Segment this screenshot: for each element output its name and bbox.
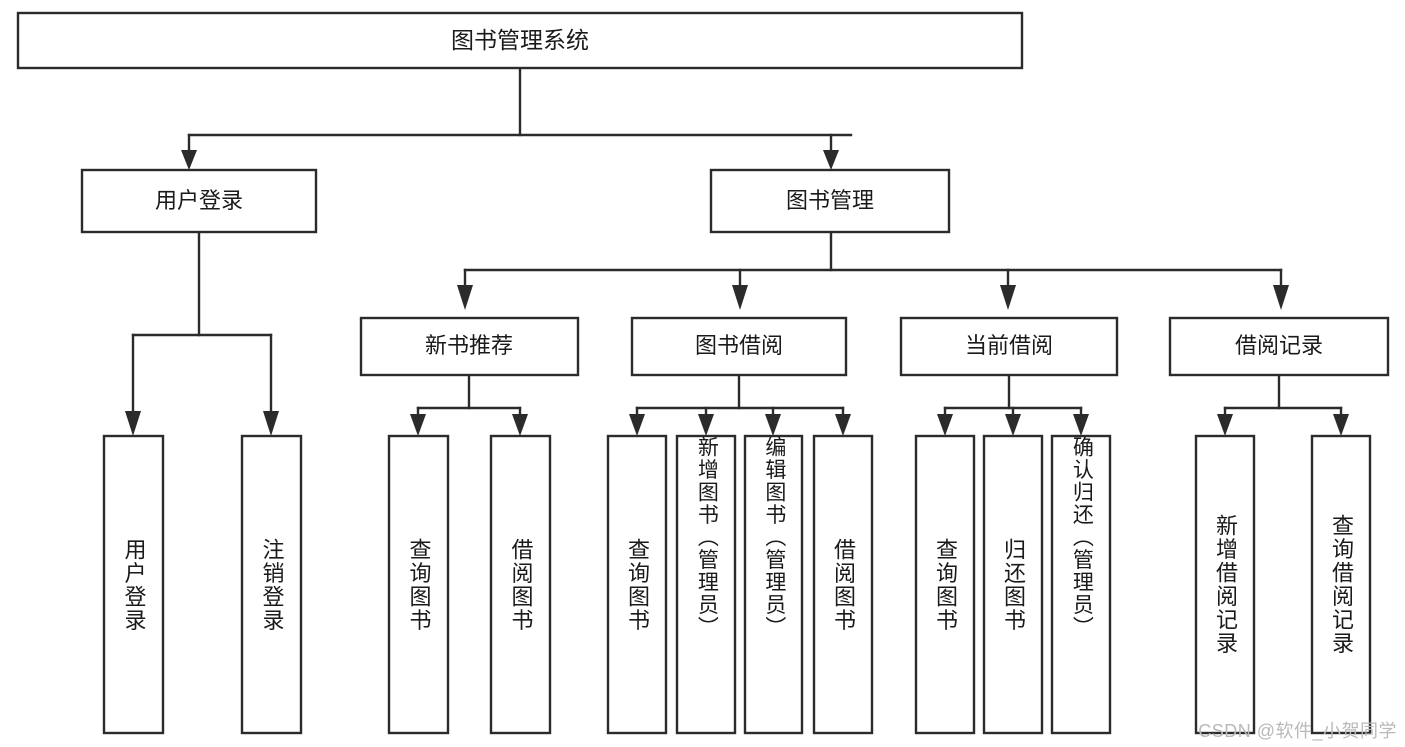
leaf-box-borrow-book-2[interactable] (812, 434, 874, 735)
leaf-box-edit-book[interactable] (743, 434, 804, 735)
connector-userlogin-to-leaves (125, 230, 279, 436)
leaf-box-confirm-return[interactable] (1050, 434, 1112, 735)
connector-newbook-to-leaves (410, 373, 528, 436)
node-current-borrow[interactable]: 当前借阅 (899, 316, 1119, 377)
connector-currentborrow-to-leaves (937, 373, 1089, 436)
connector-root-to-level2 (181, 66, 853, 170)
node-root[interactable]: 图书管理系统 (16, 11, 1024, 70)
node-new-book-recommend-label: 新书推荐 (425, 333, 513, 358)
node-current-borrow-label: 当前借阅 (965, 333, 1053, 358)
connector-bookmgmt-to-level3 (457, 230, 1289, 310)
node-root-label: 图书管理系统 (451, 27, 589, 53)
watermark: CSDN @软件_小贺同学 (1198, 721, 1397, 741)
leaf-box-return-book[interactable] (982, 434, 1044, 735)
node-borrow-record[interactable]: 借阅记录 (1168, 316, 1390, 377)
leaf-box-query-book-1[interactable] (387, 434, 450, 735)
node-book-management-label: 图书管理 (786, 188, 874, 213)
leaf-box-add-book[interactable] (675, 434, 737, 735)
leaf-box-add-record[interactable] (1194, 434, 1256, 735)
node-book-management[interactable]: 图书管理 (709, 168, 951, 234)
leaf-box-user-logout[interactable] (240, 434, 303, 735)
connector-bookborrow-to-leaves (629, 373, 851, 436)
leaf-box-user-login[interactable] (102, 434, 165, 735)
node-borrow-record-label: 借阅记录 (1235, 333, 1323, 358)
leaf-box-query-book-2[interactable] (606, 434, 668, 735)
node-book-borrow-label: 图书借阅 (695, 333, 783, 358)
leaf-box-query-book-3[interactable] (914, 434, 976, 735)
leaf-box-query-record[interactable] (1310, 434, 1372, 735)
node-book-borrow[interactable]: 图书借阅 (630, 316, 848, 377)
node-new-book-recommend[interactable]: 新书推荐 (359, 316, 580, 377)
leaf-box-borrow-book-1[interactable] (489, 434, 552, 735)
node-user-login-label: 用户登录 (155, 188, 243, 213)
connector-borrowrecord-to-leaves (1217, 373, 1349, 436)
leaf-boxes (102, 434, 1372, 735)
node-user-login[interactable]: 用户登录 (80, 168, 318, 234)
